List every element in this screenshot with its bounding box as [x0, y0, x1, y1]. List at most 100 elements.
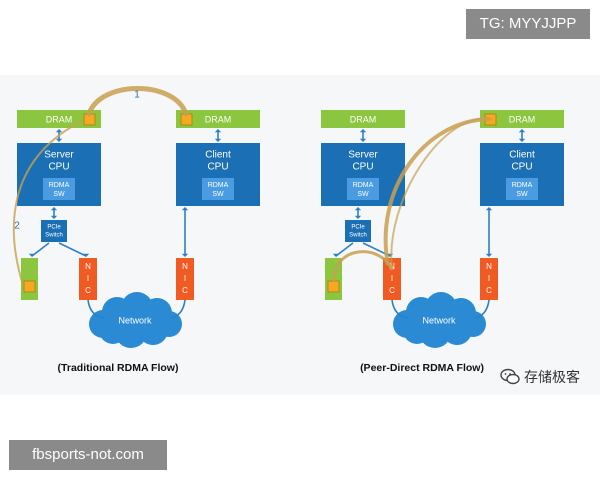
step-label-2: 2 [14, 221, 20, 232]
server-dram: DRAM [17, 110, 101, 128]
cloud-core [403, 306, 475, 334]
cpu-label-line1: Server [348, 150, 378, 161]
dram-label: DRAM [46, 114, 73, 124]
nic-letter: I [184, 274, 186, 283]
rdma-sw-label-line1: RDMA [208, 182, 229, 189]
nic-letter: C [486, 286, 492, 295]
pcie-switch-box [345, 220, 371, 242]
network-cloud: Network [393, 292, 486, 348]
pcie-switch-box [41, 220, 67, 242]
arrowhead [214, 138, 222, 142]
cloud-core [99, 306, 171, 334]
nic-letter: I [87, 274, 89, 283]
flow-arc-2 [12, 120, 83, 286]
pcie-nic-link [58, 242, 87, 257]
cpu-label-line2: CPU [352, 162, 373, 173]
nic-box [79, 258, 97, 300]
rdma-sw-label-line1: RDMA [49, 182, 70, 189]
dram-box [480, 110, 564, 128]
server-nic-network-link [391, 299, 409, 319]
rdma-sw-box [347, 178, 379, 200]
nic-letter: I [391, 274, 393, 283]
rdma-sw-box [202, 178, 234, 200]
watermark-text: 存储极客 [524, 370, 580, 386]
arrowhead [82, 253, 90, 257]
cpu-label-line2: CPU [511, 162, 532, 173]
dram-box [17, 110, 101, 128]
rdma-sw-label-line2: SW [516, 191, 528, 198]
nic-box [480, 258, 498, 300]
dram-label: DRAM [509, 114, 536, 124]
rdma-sw-label-line2: SW [212, 191, 224, 198]
cpu-label-line1: Client [509, 150, 535, 161]
arrowhead [50, 207, 58, 211]
server-dram: DRAM [321, 110, 405, 128]
network-label: Network [422, 315, 456, 325]
arrowhead [181, 253, 189, 257]
client-dram: DRAM [480, 110, 564, 128]
server-nic: NIC [79, 258, 97, 300]
pcie-switch-label-line2: Switch [349, 233, 367, 239]
arrowhead [181, 207, 189, 211]
network-cloud: Network [89, 292, 182, 348]
arrowhead [518, 129, 526, 133]
wechat-icon [500, 368, 520, 385]
arrowhead [332, 253, 340, 257]
arrowhead [485, 207, 493, 211]
nic-letter: C [182, 286, 188, 295]
arrowhead [55, 138, 63, 142]
arrowhead [50, 215, 58, 219]
rdma-sw-label-line1: RDMA [353, 182, 374, 189]
arrowhead [485, 253, 493, 257]
arrowhead [359, 129, 367, 133]
arrowhead [359, 138, 367, 142]
rdma-sw-box [43, 178, 75, 200]
bottom-left-tag: fbsports-not.com [9, 440, 167, 470]
arrowhead [214, 129, 222, 133]
client-nic: NIC [176, 258, 194, 300]
rdma-sw-label-line2: SW [357, 191, 369, 198]
client-dram: DRAM [176, 110, 260, 128]
arrowhead [354, 215, 362, 219]
cpu-label-line2: CPU [48, 162, 69, 173]
client-nic-network-link [473, 299, 490, 319]
server-nic-network-link [87, 299, 105, 319]
nic-letter: C [389, 286, 395, 295]
cpu-label-line1: Server [44, 150, 74, 161]
dram-label: DRAM [205, 114, 232, 124]
arrowhead [55, 129, 63, 133]
nic-letter: C [85, 286, 91, 295]
arrowhead [518, 138, 526, 142]
step-label-1: 1 [134, 90, 140, 101]
gpu-buffer [327, 280, 340, 293]
nic-letter: N [182, 262, 188, 271]
nic-letter: I [488, 274, 490, 283]
diagram-caption: (Traditional RDMA Flow) [58, 362, 179, 374]
pcie-switch-label-line1: PCIe [351, 225, 365, 231]
arrowhead [354, 207, 362, 211]
cpu-label-line1: Client [205, 150, 231, 161]
network-label: Network [118, 315, 152, 325]
watermark: 存储极客 [500, 366, 580, 388]
gpu-card [21, 258, 38, 300]
dram-box [321, 110, 405, 128]
slide-background [0, 75, 600, 395]
pcie-switch-label-line2: Switch [45, 233, 63, 239]
nic-letter: N [85, 262, 91, 271]
dram-label: DRAM [350, 114, 377, 124]
pcie-switch-label-line1: PCIe [47, 225, 61, 231]
nic-box [383, 258, 401, 300]
client-nic-network-link [169, 299, 186, 319]
diagram-caption: (Peer-Direct RDMA Flow) [360, 362, 484, 374]
flow-arc-1 [86, 86, 189, 117]
flow-nic-to-client-dram-inner [390, 117, 493, 271]
top-right-tag: TG: MYYJJPP [466, 9, 590, 39]
